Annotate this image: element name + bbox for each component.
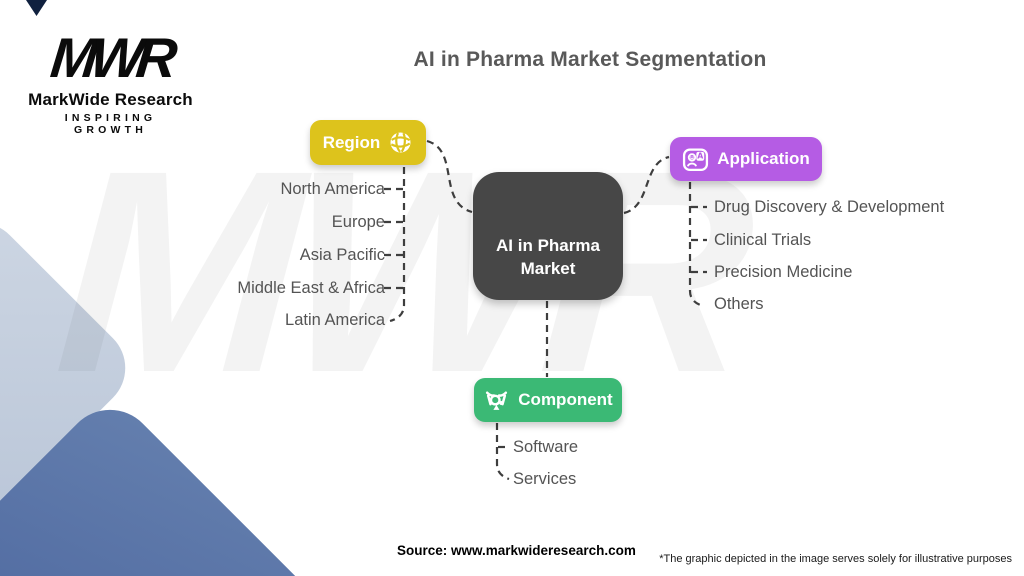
region-node-label: Region <box>322 132 381 152</box>
region-item-north-america: North America <box>280 180 385 198</box>
center-node-label: AI in Pharma Market <box>496 236 600 278</box>
source-text: Source: www.markwideresearch.com <box>397 543 636 558</box>
disclaimer-text: *The graphic depicted in the image serve… <box>659 553 1012 565</box>
application-item-drug-discovery: Drug Discovery & Development <box>714 198 945 216</box>
region-item-middle-east-africa: Middle East & Africa <box>237 279 385 297</box>
shapes-basket-icon <box>483 387 510 414</box>
logo-name: MarkWide Research <box>28 90 193 109</box>
region-item-latin-america: Latin America <box>285 311 385 329</box>
logo-tagline: INSPIRING GROWTH <box>64 112 157 136</box>
application-item-clinical-trials: Clinical Trials <box>714 231 812 249</box>
branch-node-component: Component <box>474 378 622 422</box>
svg-text:A: A <box>697 151 703 160</box>
markwide-logo: MWR MarkWide Research INSPIRING GROWTH <box>28 26 193 136</box>
page-title: AI in Pharma Market Segmentation <box>413 48 767 71</box>
application-item-precision-medicine: Precision Medicine <box>714 263 853 281</box>
user-badge-icon: A <box>682 146 709 173</box>
logo-monogram: MWR <box>47 26 174 89</box>
decor-corner-triangle <box>26 0 47 16</box>
application-item-others: Others <box>714 295 764 313</box>
branch-node-region: Region <box>310 120 426 165</box>
component-item-services: Services <box>513 470 577 488</box>
region-item-asia-pacific: Asia Pacific <box>299 246 385 264</box>
branch-node-application: A Application <box>670 137 822 181</box>
component-item-software: Software <box>513 438 579 456</box>
application-node-label: Application <box>717 149 810 168</box>
component-node-label: Component <box>518 390 613 409</box>
region-item-europe: Europe <box>331 213 385 231</box>
center-node-ai-in-pharma-market: AI in Pharma Market <box>473 172 623 300</box>
globe-icon <box>388 130 413 155</box>
